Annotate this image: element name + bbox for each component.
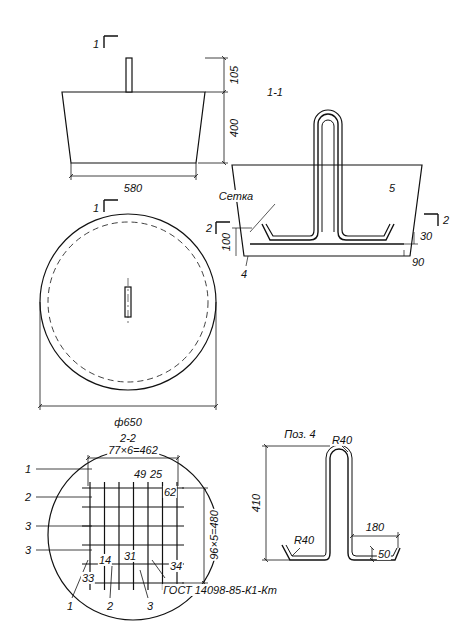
dimension: 180 [365, 521, 385, 533]
section-outline [232, 165, 422, 256]
dimension: 31 [123, 550, 137, 562]
dimension: 62 [163, 486, 177, 498]
dimension: 49 [133, 468, 147, 480]
dimension: 14 [98, 554, 112, 566]
dimension: 410 [250, 493, 262, 513]
section-mark: 2 [442, 214, 450, 226]
callout-text: Сетка [218, 190, 254, 202]
dimension: 580 [123, 182, 143, 194]
loop-detail [282, 449, 400, 560]
callout-number: 5 [388, 182, 396, 194]
callout-number: 1 [66, 600, 74, 612]
view-title: Поз. 4 [283, 428, 316, 440]
dimension: R40 [293, 534, 315, 546]
callout-number: 3 [24, 544, 32, 556]
plan-outline [40, 214, 216, 390]
dimension: 25 [149, 468, 163, 480]
dimension: 96×5=480 [208, 509, 220, 561]
section-mark [104, 36, 118, 212]
view-title: 1-1 [266, 86, 284, 98]
dimension: 50 [377, 548, 391, 560]
mesh [250, 243, 404, 245]
dimension: 77×6=462 [107, 444, 159, 456]
dimension: 90 [411, 256, 425, 268]
section-mark: 2 [205, 222, 213, 234]
mesh-bar [176, 482, 177, 590]
dimension: R40 [331, 434, 353, 446]
mesh-bar [133, 482, 134, 590]
note: ГОСТ 14098-85-К1-Кт [162, 584, 278, 596]
mesh-bar [104, 482, 105, 590]
dimension-lines [71, 58, 228, 180]
section-mark: 1 [92, 202, 100, 214]
callout-number: 2 [24, 491, 32, 503]
callout-number: 4 [240, 268, 248, 280]
callout-number: 2 [106, 600, 114, 612]
bottom-outline [48, 222, 208, 382]
mesh-bars [82, 482, 184, 590]
mesh-bar [82, 506, 184, 507]
mesh-bar [147, 482, 148, 590]
dimension: ф650 [113, 416, 143, 428]
mesh-bar [82, 544, 184, 545]
dimension: 105 [228, 65, 240, 85]
mesh-bar [118, 482, 119, 590]
dimension: 100 [220, 232, 232, 252]
block-outline [62, 92, 205, 163]
view-title: 2-2 [119, 432, 137, 444]
callout-number: 1 [24, 463, 32, 475]
loop-rod [262, 114, 394, 240]
section-mark: 1 [92, 38, 100, 50]
lifting-loop [126, 58, 132, 92]
dimension: 30 [419, 230, 433, 242]
callout-number: 3 [24, 520, 32, 532]
callout-number: 3 [146, 600, 154, 612]
dimension: 400 [228, 118, 240, 138]
dimension: 33 [81, 572, 95, 584]
dimension: 34 [169, 560, 183, 572]
mesh-bar [82, 525, 184, 526]
